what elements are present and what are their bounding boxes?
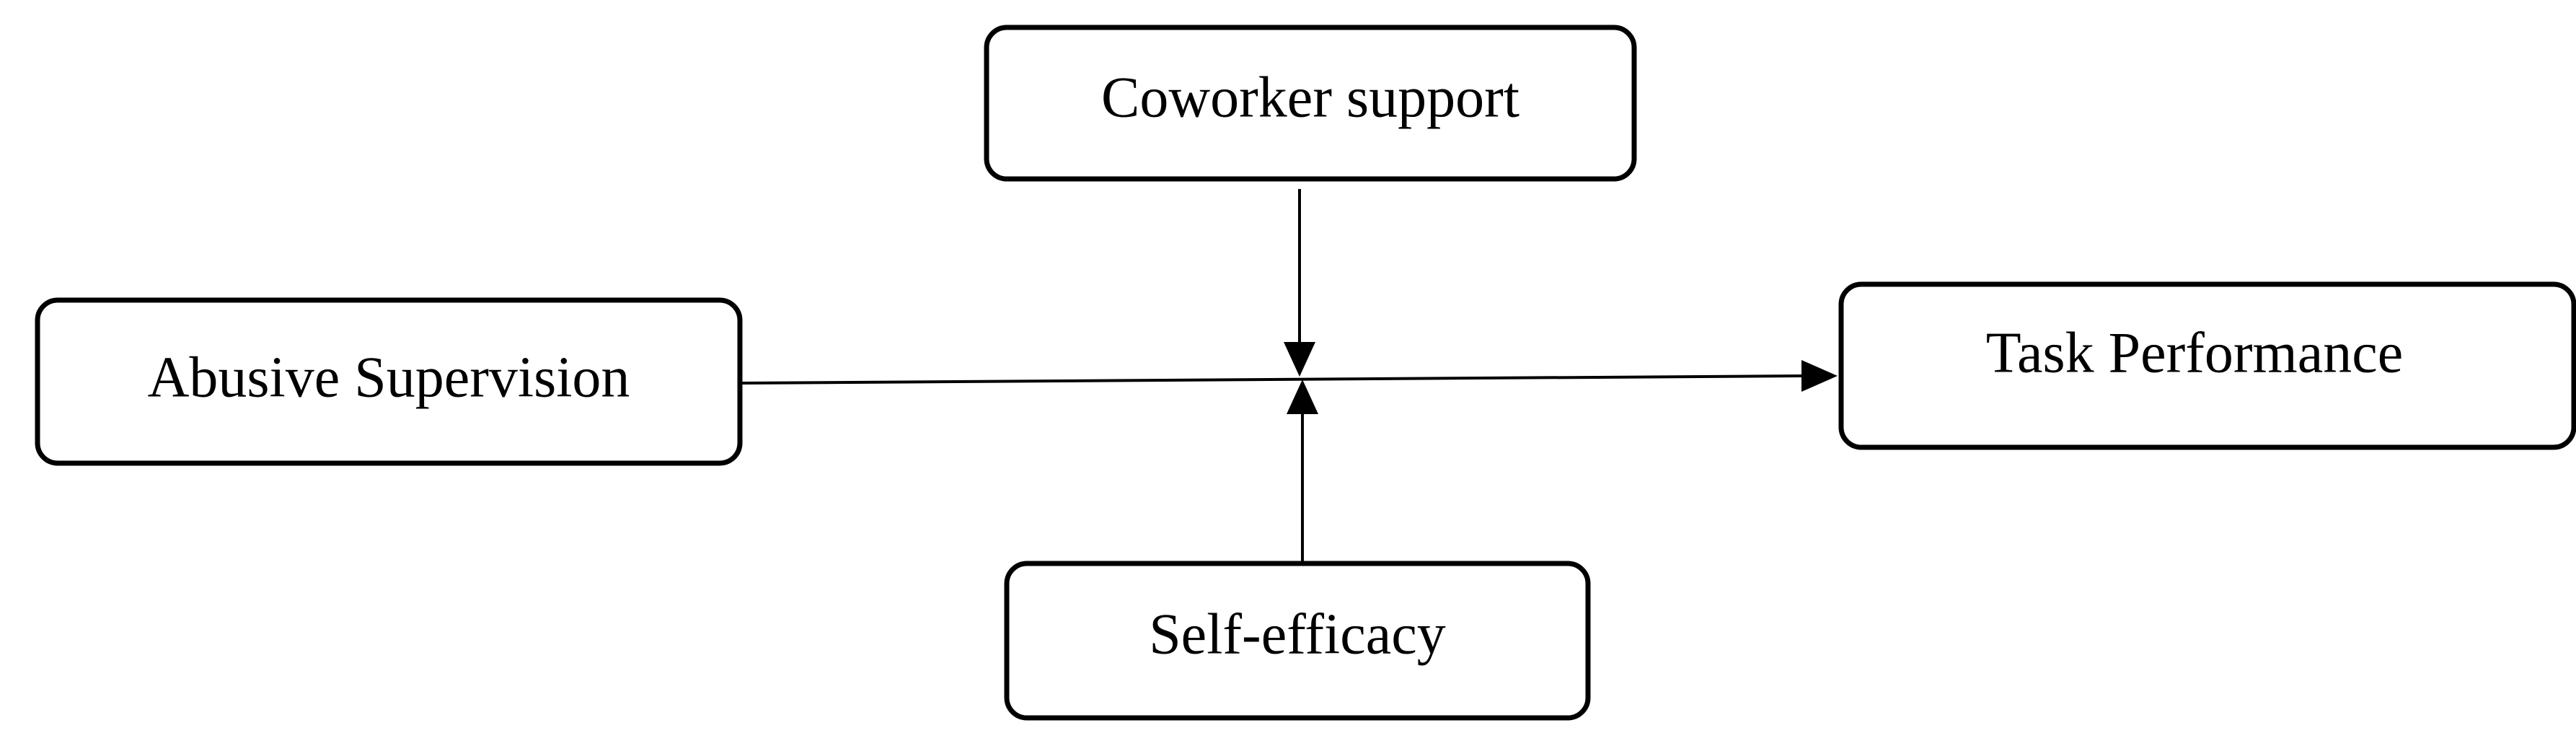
task-performance-box bbox=[1838, 281, 2576, 450]
task-performance-arrowhead bbox=[1801, 360, 1838, 392]
node-abusive-supervision: Abusive Supervision bbox=[35, 297, 743, 466]
coworker-support-arrowhead bbox=[1284, 342, 1315, 377]
self-efficacy-box bbox=[1004, 561, 1591, 721]
task-performance-label: Task Performance bbox=[1986, 321, 2404, 385]
self-efficacy-arrowhead bbox=[1287, 379, 1318, 414]
coworker-support-label: Coworker support bbox=[1101, 66, 1519, 129]
node-self-efficacy: Self-efficacy bbox=[1004, 561, 1591, 721]
coworker-support-box bbox=[984, 25, 1637, 182]
edge-abusive-supervision-to-task-performance bbox=[741, 360, 1838, 392]
edge-coworker-support-moderation bbox=[1284, 189, 1315, 377]
edge-self-efficacy-moderation bbox=[1287, 379, 1318, 561]
self-efficacy-label: Self-efficacy bbox=[1149, 602, 1446, 666]
abusive-supervision-box bbox=[35, 297, 743, 466]
main-path-line bbox=[741, 374, 1804, 385]
abusive-supervision-label: Abusive Supervision bbox=[148, 346, 630, 409]
node-coworker-support: Coworker support bbox=[984, 25, 1637, 182]
node-task-performance: Task Performance bbox=[1838, 281, 2576, 450]
